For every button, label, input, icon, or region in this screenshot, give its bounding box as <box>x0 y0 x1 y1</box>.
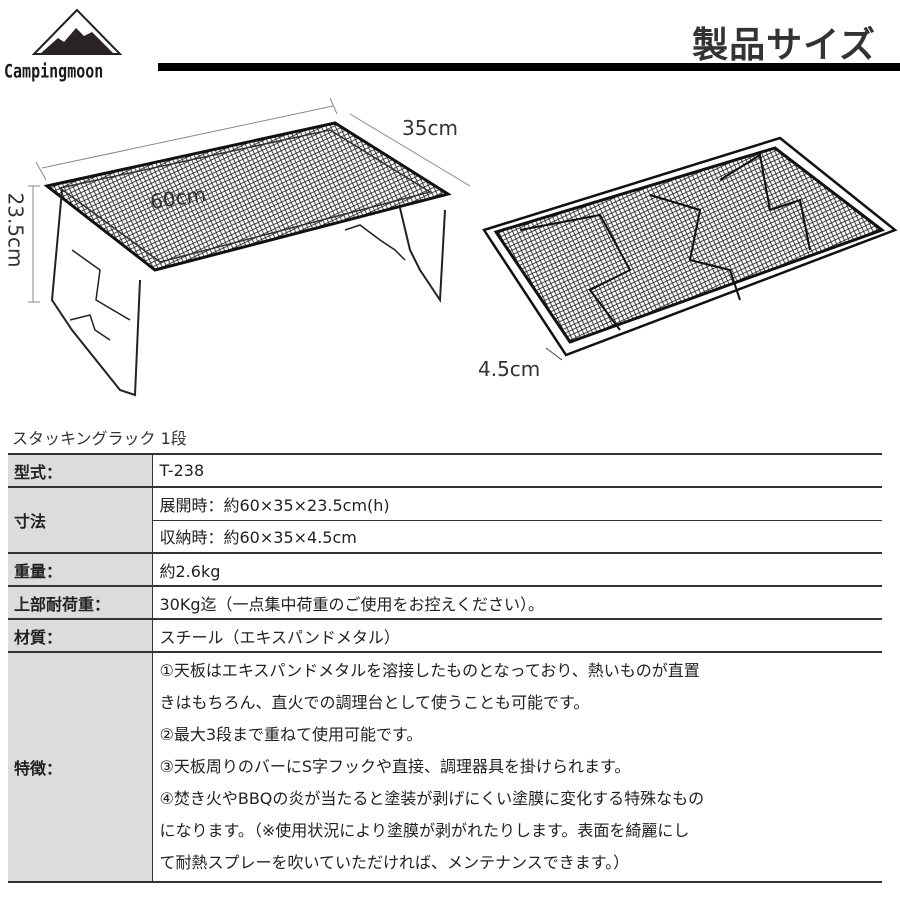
brand-logo: Campingmoon <box>4 8 149 83</box>
spec-value: 展開時：約60×35×23.5cm(h) <box>152 486 882 521</box>
spec-label: 材質： <box>8 618 153 653</box>
folded-rack-figure: 4.5cm <box>470 120 900 390</box>
feature-line: ③天板周りのバーにS字フックや直接、調理器具を掛けられます。 <box>159 757 631 776</box>
feature-line: になります。（※使用状況により塗膜が剥がれたりします。表面を綺麗にし <box>159 821 690 840</box>
brand-name: Campingmoon <box>4 60 104 83</box>
spec-row-dimensions-folded: 収納時：約60×35×4.5cm <box>8 519 882 554</box>
page-title: 製品サイズ <box>692 25 876 66</box>
spec-row-dimensions: 寸法 展開時：約60×35×23.5cm(h) <box>8 486 882 554</box>
folded-rack-illustration <box>482 136 898 361</box>
unfolded-rack-figure: 60cm 35cm 23.5cm <box>0 90 480 410</box>
spec-value: ①天板はエキスパンドメタルを溶接したものとなっており、熱いものが直置 きはもちろ… <box>152 651 882 883</box>
spec-value: T-238 <box>152 453 882 488</box>
spec-value: 30Kg迄（一点集中荷重のご使用をお控えください）。 <box>152 585 882 620</box>
unfolded-rack-illustration <box>28 97 471 397</box>
product-name: スタッキングラック 1段 <box>12 429 187 448</box>
spec-row-load: 上部耐荷重： 30Kg迄（一点集中荷重のご使用をお控えください）。 <box>8 585 882 620</box>
spec-label: 重量： <box>8 552 153 587</box>
feature-line: て耐熱スプレーを吹いていただければ、メンテナンスできます。） <box>159 853 630 872</box>
feature-line: ①天板はエキスパンドメタルを溶接したものとなっており、熱いものが直置 <box>159 661 700 680</box>
spec-table: 型式： T-238 寸法 展開時：約60×35×23.5cm(h) 収納時：約6… <box>8 453 882 883</box>
spec-row-features: 特徴： ①天板はエキスパンドメタルを溶接したものとなっており、熱いものが直置 き… <box>8 651 882 883</box>
depth-dimension-label: 35cm <box>402 116 458 140</box>
height-dimension-label: 23.5cm <box>3 192 28 268</box>
spec-row-model: 型式： T-238 <box>8 453 882 488</box>
spec-label: 型式： <box>8 453 153 488</box>
spec-row-material: 材質： スチール（エキスパンドメタル） <box>8 618 882 653</box>
spec-label: 上部耐荷重： <box>8 585 153 620</box>
feature-line: ④焚き火やBBQの炎が当たると塗装が剥げにくい塗膜に変化する特殊なもの <box>159 789 705 808</box>
spec-label: 寸法 <box>8 486 153 554</box>
feature-line: ②最大3段まで重ねて使用可能です。 <box>159 725 423 744</box>
spec-value: 約2.6kg <box>152 552 882 587</box>
feature-line: きはもちろん、直火での調理台として使うことも可能です。 <box>159 693 590 712</box>
mountain-icon <box>32 8 122 55</box>
spec-value: 収納時：約60×35×4.5cm <box>152 519 882 554</box>
header-rule <box>158 63 900 71</box>
thickness-dimension-label: 4.5cm <box>478 357 541 381</box>
spec-row-weight: 重量： 約2.6kg <box>8 552 882 587</box>
spec-value: スチール（エキスパンドメタル） <box>152 618 882 653</box>
spec-label: 特徴： <box>8 651 153 883</box>
